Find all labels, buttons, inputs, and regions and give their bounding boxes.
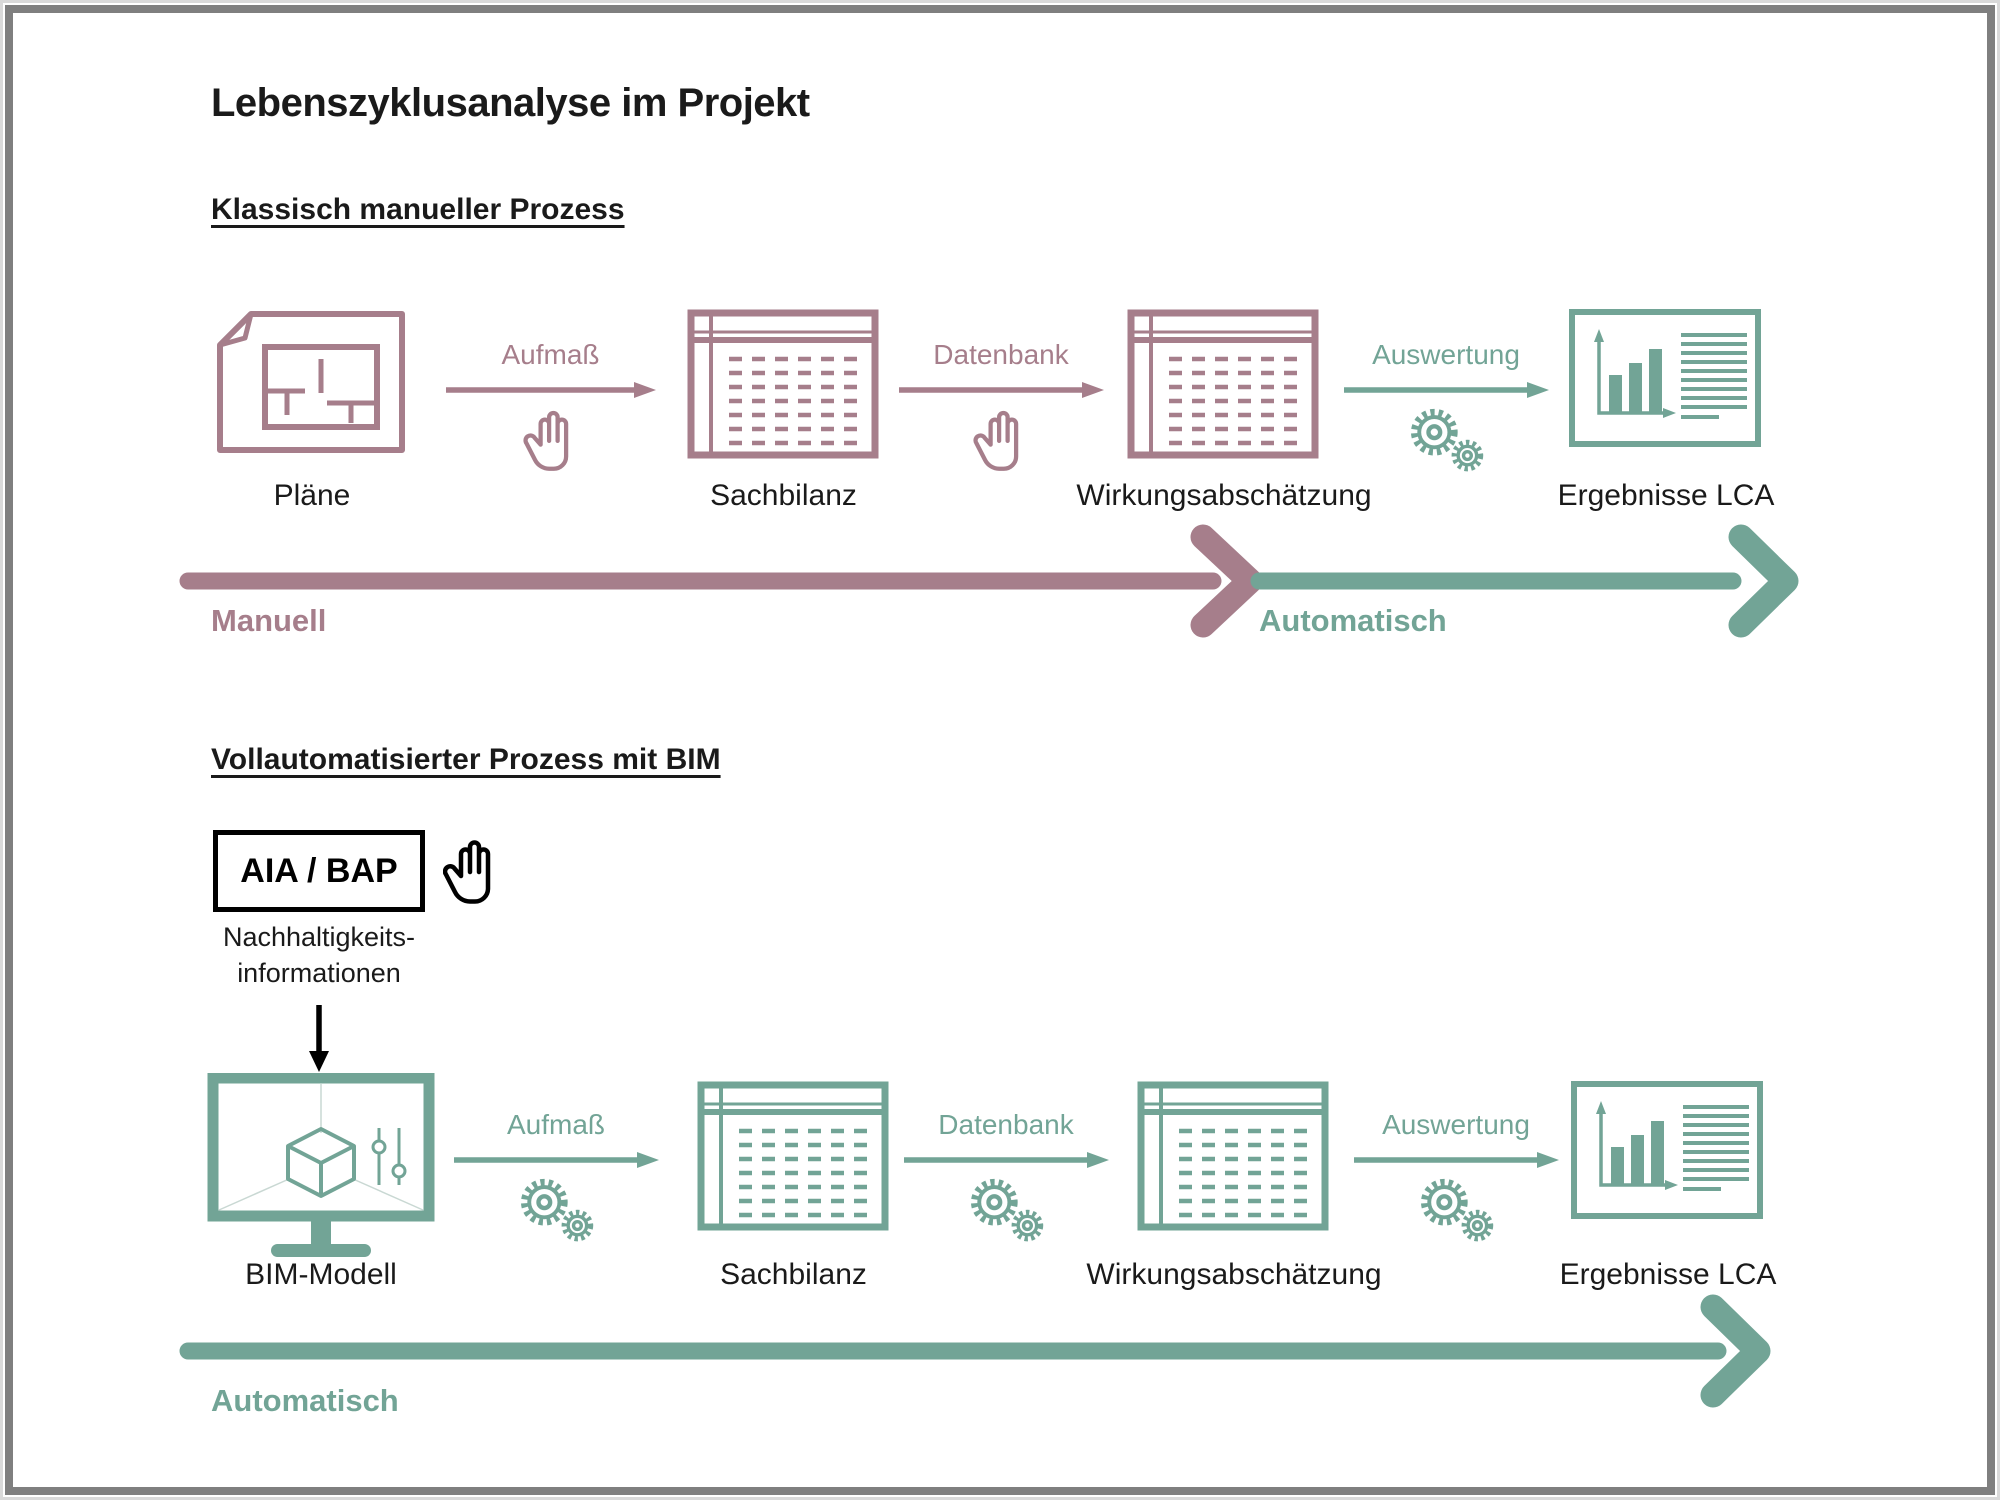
step-label-wirkungsabschaetzung: Wirkungsabschätzung: [1086, 1258, 1382, 1291]
section-heading-manual: Klassisch manueller Prozess: [211, 193, 625, 226]
hand-icon: [522, 405, 579, 473]
connector-label: Auswertung: [1372, 339, 1520, 370]
bar-chart-report-icon: [1571, 1081, 1763, 1219]
plan-document-icon: [215, 309, 407, 455]
connector-datenbank-manual: Datenbank: [896, 339, 1106, 473]
monitor-bim-icon: [207, 1073, 435, 1263]
connector-datenbank-bim: Datenbank: [901, 1109, 1111, 1245]
connector-auswertung-bim: Auswertung: [1351, 1109, 1561, 1245]
step-label-ergebnisse-lca: Ergebnisse LCA: [1559, 1258, 1777, 1291]
connector-aufmass-manual: Aufmaß: [443, 339, 658, 473]
step-label-plaene: Pläne: [273, 479, 351, 512]
connector-aufmass-bim: Aufmaß: [451, 1109, 661, 1245]
spreadsheet-icon: [687, 309, 879, 459]
step-label-wirkungsabschaetzung: Wirkungsabschätzung: [1076, 479, 1372, 512]
connector-label: Aufmaß: [501, 339, 600, 370]
step-label-sachbilanz: Sachbilanz: [710, 479, 857, 512]
timeline-label-automatisch: Automatisch: [1259, 603, 1447, 638]
gears-icon: [1410, 1173, 1502, 1245]
connector-auswertung-manual: Auswertung: [1341, 339, 1551, 475]
step-label-bim-modell: BIM-Modell: [245, 1258, 397, 1291]
connector-label: Auswertung: [1382, 1109, 1530, 1140]
step-label-ergebnisse-lca: Ergebnisse LCA: [1557, 479, 1775, 512]
connector-label: Aufmaß: [506, 1109, 606, 1140]
hand-icon: [973, 405, 1029, 473]
sustainability-note: Nachhaltigkeits- informationen: [151, 919, 487, 992]
arrow-right-icon: [904, 1152, 1109, 1168]
connector-label: Datenbank: [933, 339, 1069, 370]
spreadsheet-icon: [1137, 1081, 1329, 1231]
bar-chart-report-icon: [1569, 309, 1761, 447]
arrow-right-icon: [899, 382, 1104, 398]
note-line-2: informationen: [237, 958, 401, 989]
arrow-right-icon: [1354, 1152, 1559, 1168]
aia-bap-box: AIA / BAP: [213, 830, 425, 912]
spreadsheet-icon: [1127, 309, 1319, 459]
aia-bap-label: AIA / BAP: [240, 851, 398, 890]
arrow-right-icon: [446, 382, 656, 398]
spreadsheet-icon: [697, 1081, 889, 1231]
page-title: Lebenszyklusanalyse im Projekt: [211, 81, 810, 125]
note-line-1: Nachhaltigkeits-: [222, 922, 416, 952]
hand-icon: [443, 834, 501, 906]
timeline-label-manuell: Manuell: [211, 603, 327, 638]
step-label-sachbilanz: Sachbilanz: [720, 1258, 867, 1291]
gears-icon: [1400, 403, 1492, 475]
gears-icon: [960, 1173, 1052, 1245]
arrow-right-icon: [1344, 382, 1549, 398]
arrow-right-icon: [454, 1152, 659, 1168]
timeline-arrow-manual-auto: [173, 521, 1823, 641]
down-arrow-icon: [307, 1003, 331, 1073]
section-heading-bim: Vollautomatisierter Prozess mit BIM: [211, 743, 721, 776]
timeline-arrow-auto: [173, 1291, 1823, 1411]
connector-label: Datenbank: [938, 1109, 1074, 1140]
gears-icon: [510, 1173, 602, 1245]
timeline-label-automatisch: Automatisch: [211, 1383, 399, 1418]
